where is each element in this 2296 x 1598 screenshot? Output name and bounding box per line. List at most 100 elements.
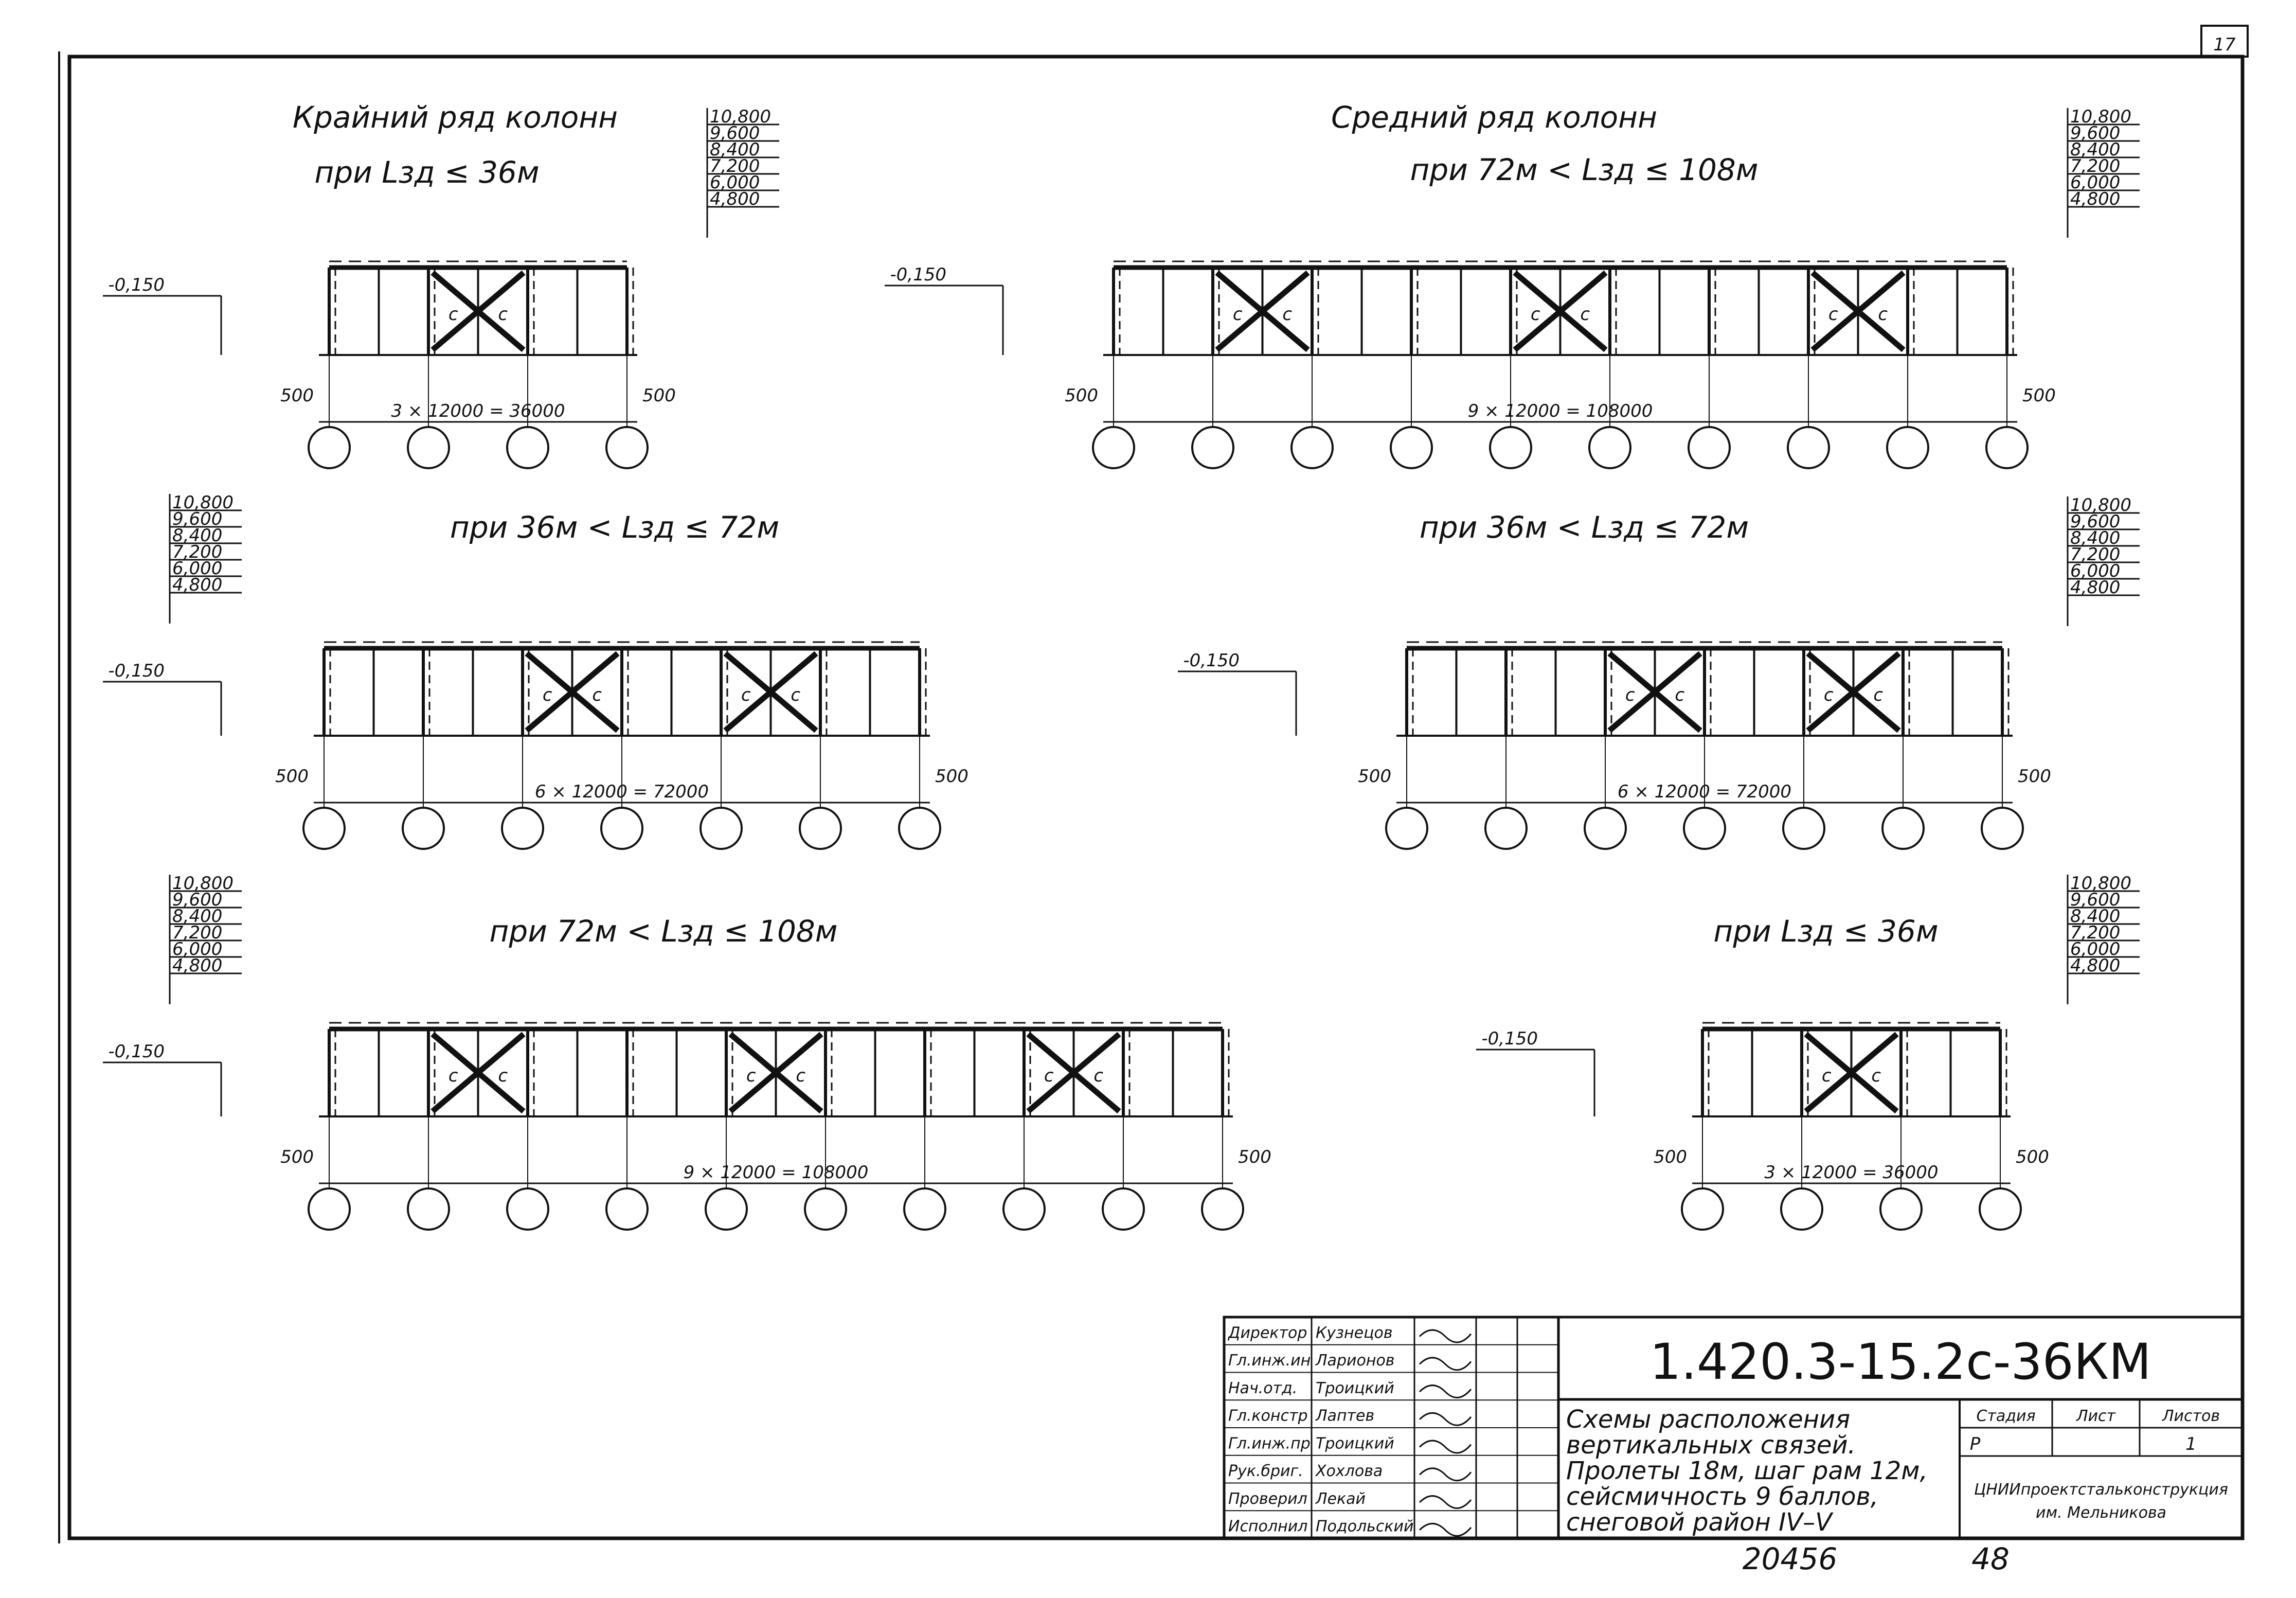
brace-label: c — [791, 685, 800, 705]
level-mark: 8,400 — [172, 525, 222, 546]
brace-diagonal — [723, 651, 818, 733]
page-number: 17 — [2213, 34, 2236, 55]
ground-mark: -0,150 — [108, 1041, 165, 1062]
level-mark: 8,400 — [2070, 139, 2120, 160]
brace-label: c — [1873, 685, 1883, 705]
level-mark: 4,800 — [172, 575, 222, 595]
brace-panel — [1803, 647, 1904, 737]
level-mark: 9,600 — [710, 123, 760, 144]
axis-bubble — [1683, 807, 1726, 850]
dimension-text: 9 × 12000 = 108000 — [1468, 401, 1653, 421]
person-name: Троицкий — [1316, 1379, 1394, 1397]
person-name: Ларионов — [1315, 1352, 1395, 1370]
level-mark: 10,800 — [172, 873, 234, 894]
level-mark: 4,800 — [2070, 955, 2120, 976]
axis-bubble — [1191, 426, 1234, 469]
offset-left: 500 — [1654, 1147, 1687, 1167]
level-mark: 7,200 — [2070, 156, 2120, 176]
dimension-text: 3 × 12000 = 36000 — [1764, 1162, 1938, 1183]
level-mark: 4,800 — [2070, 189, 2120, 209]
level-mark: 7,200 — [2070, 922, 2120, 943]
axis-bubble — [302, 807, 346, 850]
organization-subtitle: им. Мельникова — [2036, 1504, 2166, 1522]
brace-label: c — [1233, 304, 1243, 325]
signature — [1419, 1495, 1472, 1509]
brace-diagonal — [1607, 651, 1702, 733]
axis-bubble — [799, 807, 842, 850]
drawing-description-2: вертикальных связей. — [1566, 1431, 1856, 1460]
drawing-description-5: снеговой район IV–V — [1566, 1508, 1834, 1537]
axis-bubble — [1102, 1187, 1145, 1231]
axis-bubble — [898, 807, 941, 850]
outer-border — [67, 55, 2245, 1540]
brace-panel — [1801, 1028, 1902, 1117]
axis-bubble — [903, 1187, 946, 1231]
brace-panel — [427, 267, 529, 356]
level-mark: 7,200 — [710, 156, 760, 176]
drawing-description-4: сейсмичность 9 баллов, — [1566, 1482, 1878, 1511]
brace-diagonal — [1215, 270, 1310, 352]
brace-label: c — [1625, 685, 1635, 705]
signature — [1419, 1440, 1472, 1454]
signature — [1419, 1384, 1472, 1398]
role-label: Проверил — [1228, 1490, 1307, 1508]
ground-mark: -0,150 — [890, 264, 946, 285]
level-mark: 6,000 — [172, 939, 222, 960]
brace-label: c — [1878, 304, 1888, 325]
drawing-description-3: Пролеты 18м, шаг рам 12м, — [1566, 1457, 1928, 1485]
brace-label: c — [1580, 304, 1590, 325]
axis-bubble — [506, 1187, 549, 1231]
level-mark: 4,800 — [710, 189, 760, 209]
level-mark: 6,000 — [2070, 172, 2120, 193]
axis-bubble — [402, 807, 445, 850]
person-name: Кузнецов — [1316, 1324, 1393, 1342]
axis-bubble — [804, 1187, 847, 1231]
brace-diagonal — [1026, 1032, 1121, 1114]
level-mark: 8,400 — [710, 139, 760, 160]
brace-label: c — [1822, 1066, 1832, 1086]
brace-label: c — [1093, 1066, 1103, 1086]
axis-bubble — [605, 1187, 649, 1231]
condition-label: при 72м < Lзд ≤ 108м — [1410, 152, 1758, 187]
brace-label: c — [498, 1066, 508, 1086]
brace-panel — [1212, 267, 1313, 356]
condition-label: при 36м < Lзд ≤ 72м — [1420, 510, 1749, 545]
axis-bubble — [1484, 807, 1528, 850]
axis-bubble — [1881, 807, 1925, 850]
brace-diagonal — [525, 651, 620, 733]
axis-bubble — [407, 426, 450, 469]
axis-bubble — [1588, 426, 1631, 469]
brace-label: c — [498, 304, 508, 325]
role-label: Исполнил — [1228, 1518, 1307, 1536]
offset-left: 500 — [1358, 766, 1391, 787]
level-mark: 7,200 — [172, 922, 222, 943]
axis-bubble — [605, 426, 649, 469]
axis-bubble — [1688, 426, 1731, 469]
brace-diagonal — [430, 270, 526, 352]
header-middle-row: Средний ряд колонн — [1331, 100, 1657, 135]
level-mark: 10,800 — [2070, 873, 2131, 894]
organization-name: ЦНИИпроектстальконструкция — [1974, 1481, 2228, 1499]
level-mark: 6,000 — [2070, 561, 2120, 581]
ground-mark: -0,150 — [108, 661, 165, 681]
axis-bubble — [501, 807, 544, 850]
role-label: Рук.бриг. — [1228, 1462, 1303, 1480]
brace-label: c — [1871, 1066, 1881, 1086]
dimension-text: 6 × 12000 = 72000 — [535, 782, 709, 802]
condition-label: при Lзд ≤ 36м — [1713, 914, 1938, 949]
level-mark: 4,800 — [172, 955, 222, 976]
brace-label: c — [543, 685, 552, 705]
level-mark: 10,800 — [172, 492, 234, 513]
